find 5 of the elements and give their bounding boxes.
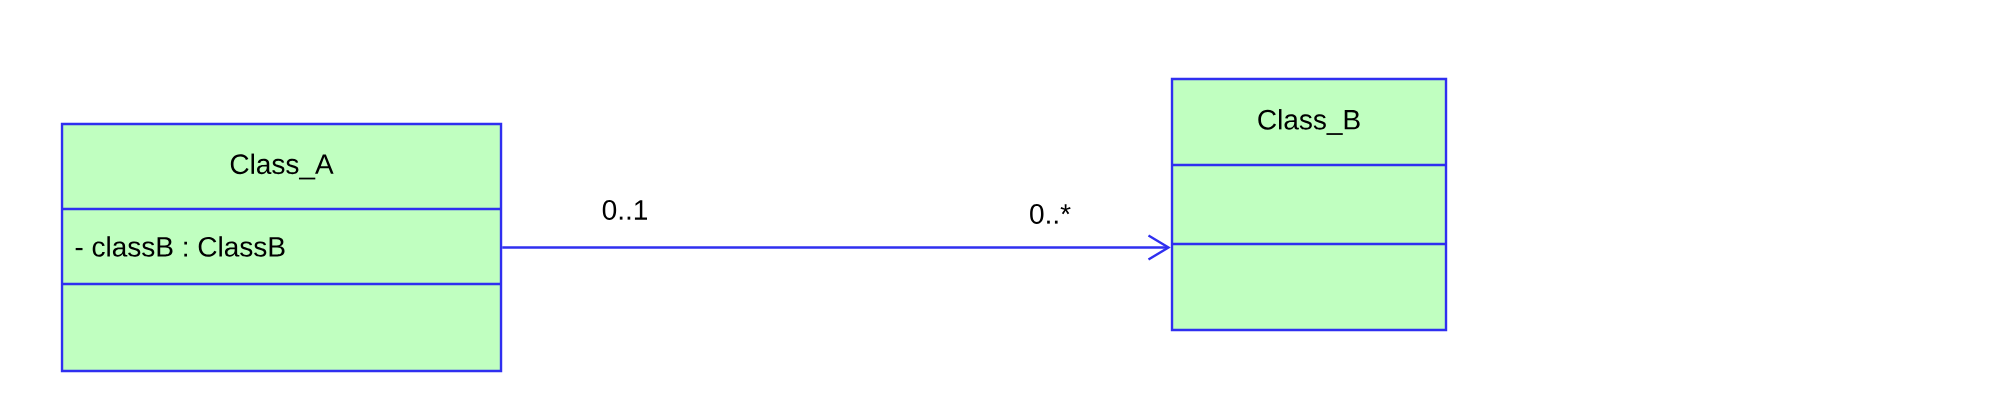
- class-box: Class_A - classB : ClassB: [60, 122, 503, 373]
- multiplicity-label: 0..*: [1030, 204, 1071, 224]
- multiplicity-label: 0..1: [602, 200, 647, 220]
- class-box: Class_B: [1170, 77, 1448, 332]
- association-arrow: [502, 234, 1171, 261]
